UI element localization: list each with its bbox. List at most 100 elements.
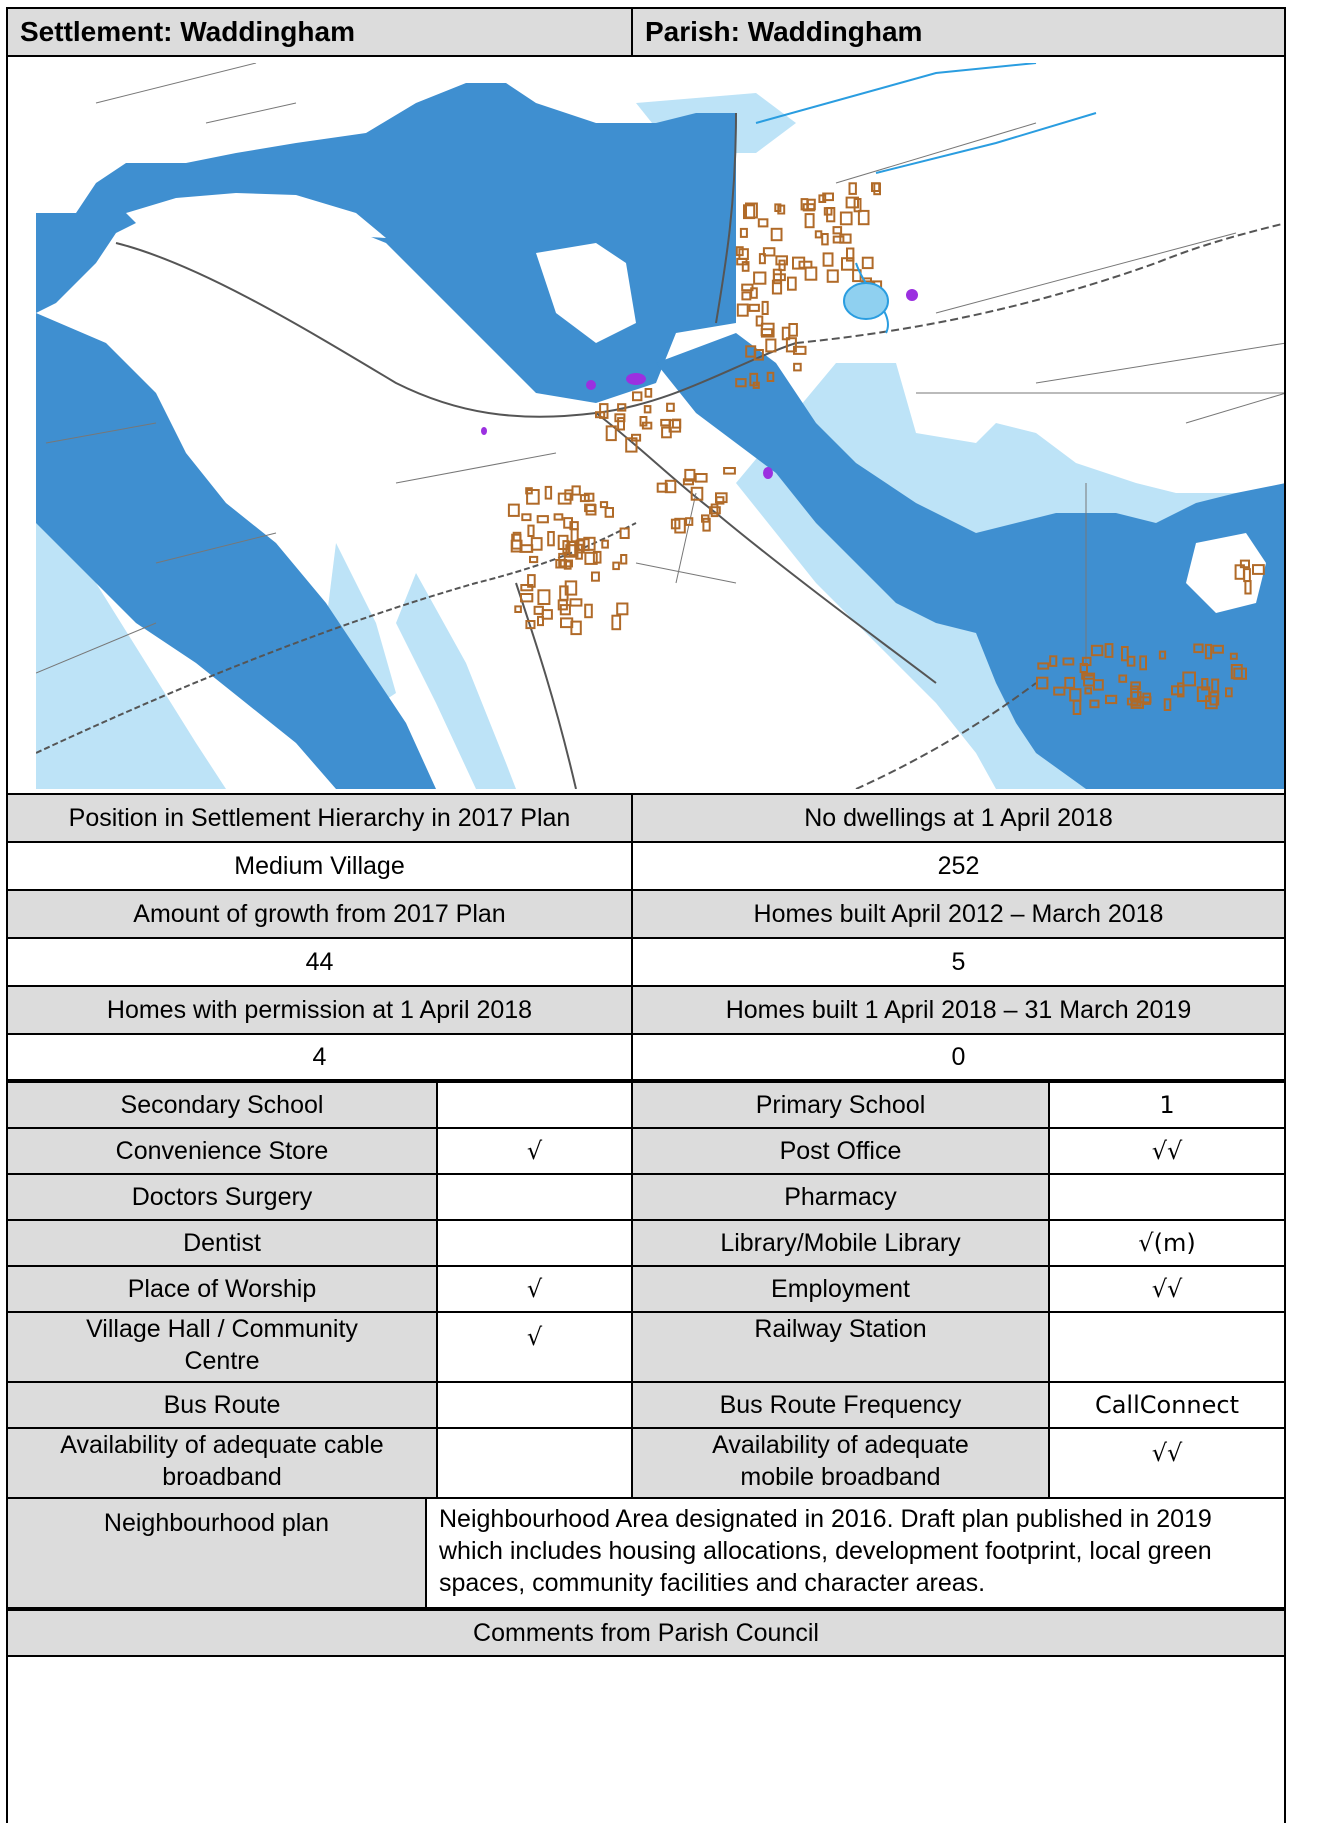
summary-label-row: Homes with permission at 1 April 2018 Ho… <box>6 987 1286 1035</box>
building-outline <box>527 524 535 538</box>
building-outline <box>570 528 579 543</box>
building-outline <box>773 273 786 282</box>
building-outline <box>559 559 574 568</box>
building-outline <box>569 598 583 607</box>
building-outline <box>591 571 600 582</box>
flood-map <box>6 57 1286 795</box>
building-outline <box>533 605 544 615</box>
facility-value: √ <box>436 1267 631 1311</box>
comments-header-row: Comments from Parish Council <box>6 1609 1286 1657</box>
building-outline <box>766 371 775 382</box>
building-outline <box>1252 564 1265 575</box>
facility-label: Dentist <box>8 1221 436 1265</box>
building-outline <box>564 580 578 596</box>
building-outline <box>584 551 598 565</box>
building-outline <box>757 218 769 228</box>
building-outline <box>787 276 797 291</box>
building-outline <box>1104 643 1114 658</box>
building-outline <box>741 291 752 301</box>
building-outline <box>592 550 602 564</box>
facility-value: 1 <box>1048 1083 1284 1127</box>
facility-label: Doctors Surgery <box>8 1175 436 1219</box>
facility-label: Primary School <box>631 1083 1048 1127</box>
building-outline <box>822 252 834 267</box>
facility-value: √√ <box>1048 1129 1284 1173</box>
building-outline <box>1053 686 1066 696</box>
summary-label: No dwellings at 1 April 2018 <box>631 795 1284 841</box>
building-outline <box>507 503 520 517</box>
facility-row: Dentist Library/Mobile Library √(m) <box>6 1221 1286 1267</box>
building-outline <box>611 614 622 631</box>
comments-body-row <box>6 1657 1286 1823</box>
building-outline <box>832 235 845 244</box>
building-outline <box>1083 674 1095 687</box>
building-outline <box>832 226 843 235</box>
neighbourhood-plan-text: Neighbourhood Area designated in 2016. D… <box>425 1499 1284 1607</box>
comments-text <box>8 1657 1284 1823</box>
facility-row: Bus Route Bus Route Frequency CallConnec… <box>6 1383 1286 1429</box>
building-outline <box>857 209 870 226</box>
header-row: Settlement: Waddingham Parish: Waddingha… <box>6 7 1286 57</box>
building-outline <box>547 531 555 547</box>
facility-value <box>436 1175 631 1219</box>
building-outline <box>750 287 758 299</box>
building-outline <box>873 182 881 196</box>
building-outline <box>793 345 807 355</box>
summary-value: 252 <box>631 843 1284 889</box>
building-outline <box>682 478 695 486</box>
building-outline <box>814 230 823 239</box>
facility-value <box>436 1383 631 1427</box>
building-outline <box>1182 671 1197 687</box>
building-outline <box>823 207 833 216</box>
building-outline <box>583 536 596 551</box>
building-outline <box>1049 655 1058 667</box>
building-outline <box>761 300 769 315</box>
building-outline <box>559 604 571 616</box>
building-outline <box>741 261 750 272</box>
building-outline <box>1201 678 1209 691</box>
building-outline <box>853 198 862 213</box>
facility-label: Place of Worship <box>8 1267 436 1311</box>
building-outline <box>674 517 686 534</box>
facility-label: Secondary School <box>8 1083 436 1127</box>
building-outline <box>537 615 544 627</box>
facility-value <box>1048 1313 1284 1381</box>
building-outline <box>616 602 629 616</box>
building-outline <box>715 492 728 504</box>
building-outline <box>1130 681 1141 691</box>
building-outline <box>1121 646 1129 662</box>
building-outline <box>525 487 533 495</box>
building-outline <box>569 521 579 531</box>
building-outline <box>619 527 630 539</box>
building-outline <box>584 603 593 619</box>
building-outline <box>685 517 694 526</box>
building-outline <box>822 192 835 202</box>
building-outline <box>762 247 776 257</box>
building-outline <box>755 315 764 327</box>
building-outline <box>690 486 704 501</box>
facility-label: Pharmacy <box>631 1175 1048 1219</box>
building-outline <box>738 248 749 260</box>
parish-title: Parish: Waddingham <box>631 9 1284 55</box>
building-outline <box>1229 652 1238 660</box>
facility-value: √√ <box>1048 1429 1284 1497</box>
building-outline <box>1239 559 1251 569</box>
building-outline <box>804 213 815 229</box>
summary-label: Amount of growth from 2017 Plan <box>8 891 631 937</box>
facility-value: √(m) <box>1048 1221 1284 1265</box>
building-outline <box>671 418 682 429</box>
summary-label: Homes with permission at 1 April 2018 <box>8 987 631 1033</box>
facility-row: Village Hall / Community Centre √ Railwa… <box>6 1313 1286 1383</box>
building-outline <box>1171 685 1185 696</box>
building-outline <box>520 593 534 603</box>
building-outline <box>614 413 626 423</box>
building-outline <box>710 503 719 518</box>
facility-label: Library/Mobile Library <box>631 1221 1048 1265</box>
summary-label-row: Amount of growth from 2017 Plan Homes bu… <box>6 891 1286 939</box>
building-outline <box>599 501 609 509</box>
flood-zone-3-area <box>36 83 1284 789</box>
building-outline <box>666 402 675 412</box>
facility-label: Availability of adequate mobile broadban… <box>631 1429 1048 1497</box>
building-outline <box>641 421 653 430</box>
building-outline <box>1205 695 1218 710</box>
